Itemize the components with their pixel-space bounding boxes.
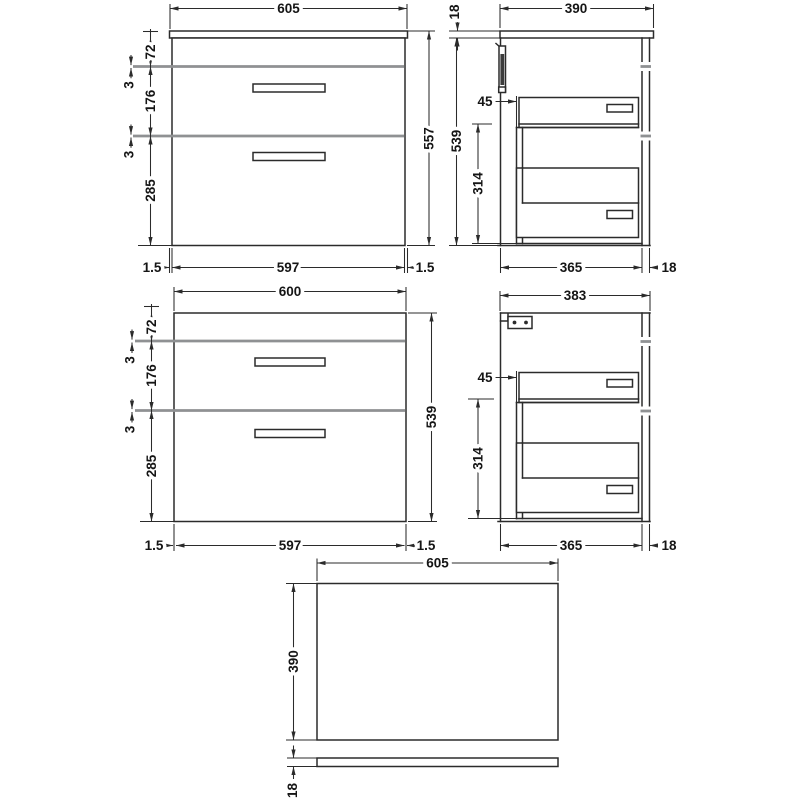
drawer-handle-bottom — [254, 428, 326, 439]
dim-label-thickness: 18 — [285, 783, 300, 799]
dim-label-drawer-zone: 314 — [471, 172, 486, 195]
dim-label-carcass-depth: 365 — [560, 260, 583, 275]
drawer-handle-top — [254, 357, 326, 367]
dim-label-carcass-height: 539 — [449, 130, 464, 153]
dim-label-top-drawer: 176 — [144, 364, 159, 387]
plan-view-worktop: 605 390 18 — [282, 552, 559, 800]
dim-label-width: 605 — [426, 556, 449, 571]
side-view-with-worktop: 18 390 539 45 314 365 18 — [444, 0, 681, 279]
dim-label-drawer-setback: 45 — [477, 370, 493, 385]
dim-label-drawer-zone: 314 — [471, 447, 486, 470]
front-view-with-worktop: 605 72 3 176 3 285 557 1.5 597 1.5 — [118, 0, 440, 279]
dimension-extension-lines — [286, 558, 559, 768]
drawer-handle-bottom — [252, 151, 326, 162]
dim-label-drawer-setback: 45 — [477, 94, 493, 109]
dim-label-top-gap: 3 — [122, 81, 137, 89]
dim-label-right-edge: 1.5 — [417, 538, 436, 553]
dim-label-left-edge: 1.5 — [145, 538, 164, 553]
drawer-handle-bottom-side — [606, 484, 634, 495]
dim-label-top-gap: 3 — [123, 356, 138, 364]
carcass-front-outline — [171, 37, 406, 247]
wall-bracket-side — [494, 42, 507, 94]
dimension-extension-lines — [468, 291, 651, 551]
dim-label-depth: 390 — [286, 650, 301, 673]
dim-label-bottom-drawer: 285 — [144, 454, 159, 477]
dim-label-left-edge: 1.5 — [143, 260, 162, 275]
drawer-handle-top-side — [606, 103, 634, 113]
dimension-lines — [129, 289, 434, 548]
dimension-lines — [128, 6, 432, 270]
dimension-lines — [454, 6, 659, 270]
dim-label-back-gap: 18 — [661, 260, 677, 275]
worktop-front-profile — [168, 30, 409, 39]
dim-label-carcass-depth: 365 — [560, 538, 583, 553]
carcass-front-outline — [173, 312, 407, 523]
dim-label-back-gap: 18 — [661, 538, 677, 553]
dim-label-bottom-gap: 3 — [123, 425, 138, 433]
dim-label-top-rail: 72 — [143, 44, 158, 59]
dim-label-worktop-width: 605 — [277, 1, 300, 16]
dim-label-worktop-thickness: 18 — [447, 4, 462, 20]
dim-label-carcass-height: 539 — [424, 406, 439, 429]
dim-label-overall-width: 600 — [279, 284, 302, 299]
dimension-lines — [291, 560, 558, 779]
dim-label-overall-depth: 383 — [564, 288, 587, 303]
front-view-cabinet: 600 72 3 176 3 285 539 1.5 597 1.5 — [119, 281, 443, 557]
side-view-cabinet: 383 45 314 365 18 — [467, 285, 680, 557]
dim-label-carcass-width: 597 — [279, 538, 302, 553]
dim-label-bottom-drawer: 285 — [143, 179, 158, 202]
dim-label-carcass-width: 597 — [277, 260, 300, 275]
wall-bracket-plate — [499, 312, 533, 330]
worktop-plan-outline — [316, 582, 559, 741]
dim-label-overall-height: 557 — [422, 127, 437, 150]
drawer-handle-bottom-side — [606, 209, 634, 220]
drawer-handle-top — [252, 83, 326, 93]
dim-label-top-drawer: 176 — [143, 89, 158, 112]
dim-label-bottom-gap: 3 — [122, 150, 137, 158]
dimension-lines — [475, 293, 659, 548]
dim-label-worktop-depth: 390 — [565, 1, 588, 16]
worktop-edge-profile — [316, 757, 559, 768]
dim-label-right-edge: 1.5 — [416, 260, 435, 275]
drawer-handle-top-side — [606, 378, 634, 388]
worktop-side-profile — [499, 30, 655, 39]
dim-label-top-rail: 72 — [144, 319, 159, 334]
